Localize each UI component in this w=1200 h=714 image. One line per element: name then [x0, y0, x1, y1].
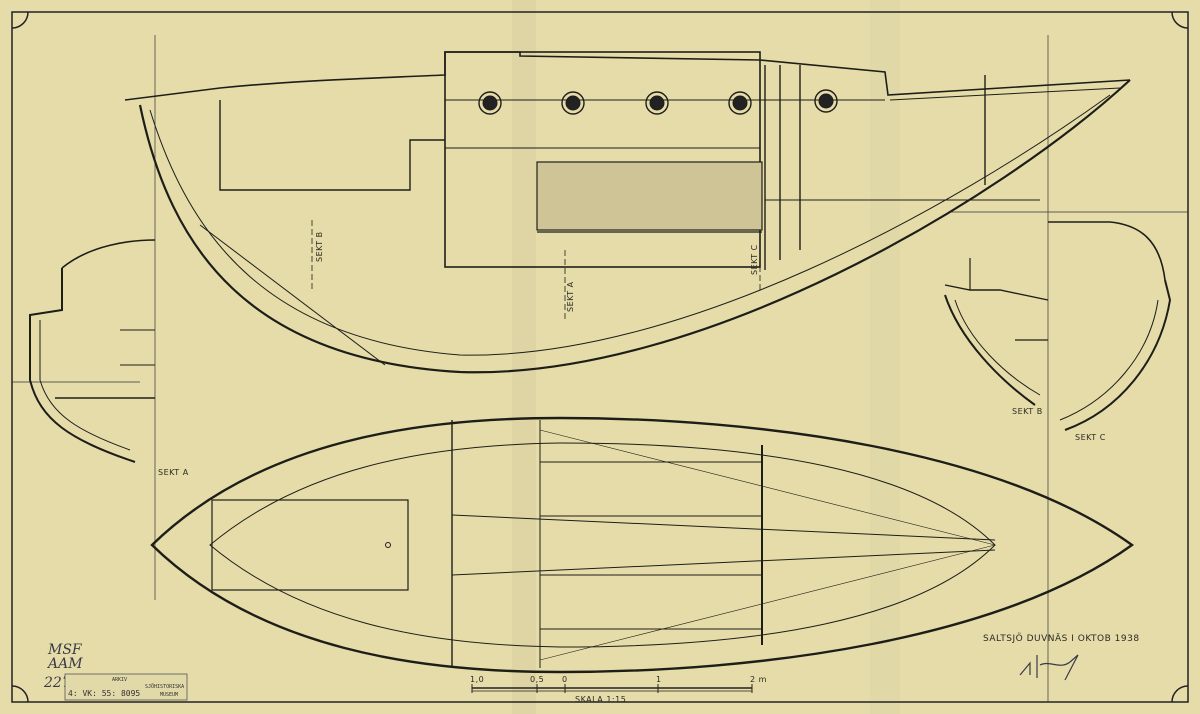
sekt-a-label: SEKT A	[158, 468, 189, 477]
scale-tick-4: 1	[656, 675, 662, 684]
scale-tick-3: 0	[562, 675, 568, 684]
archive-line-1: MSF	[47, 642, 83, 658]
stamp-id: 4: VK: 55: 8095	[68, 689, 140, 698]
profile-view	[124, 51, 1131, 374]
plan-view	[150, 416, 1135, 674]
scale-tick-1: 1,0	[470, 675, 484, 684]
section-b-c	[944, 221, 1172, 431]
sekt-c-profile-label: SEKT C	[750, 244, 759, 275]
place-date: SALTSJÖ DUVNÄS I OKTOB 1938	[983, 633, 1140, 644]
scale-tick-5: 2 m	[750, 675, 767, 684]
archive-line-2: AAM	[46, 656, 83, 672]
signature	[1019, 654, 1079, 681]
stamp-text-3: MUSEUM	[160, 692, 178, 698]
scale-bar	[471, 684, 753, 693]
sekt-b-label: SEKT B	[1012, 407, 1043, 416]
sekt-b-profile-label: SEKT B	[315, 231, 324, 262]
section-a	[29, 239, 156, 463]
scale-label: SKALA 1:15	[575, 695, 626, 704]
scale-tick-2: 0,5	[530, 675, 544, 684]
archive-number: 227	[43, 675, 71, 691]
sekt-c-label: SEKT C	[1075, 433, 1106, 442]
archive-stamp[interactable]: 4: VK: 55: 8095 ARKIV SJÖHISTORISKA MUSE…	[64, 673, 188, 701]
sheet-border	[11, 11, 1189, 703]
sekt-a-profile-label: SEKT A	[566, 281, 575, 312]
stamp-text-1: ARKIV	[112, 677, 127, 683]
stamp-text-2: SJÖHISTORISKA	[145, 683, 184, 690]
